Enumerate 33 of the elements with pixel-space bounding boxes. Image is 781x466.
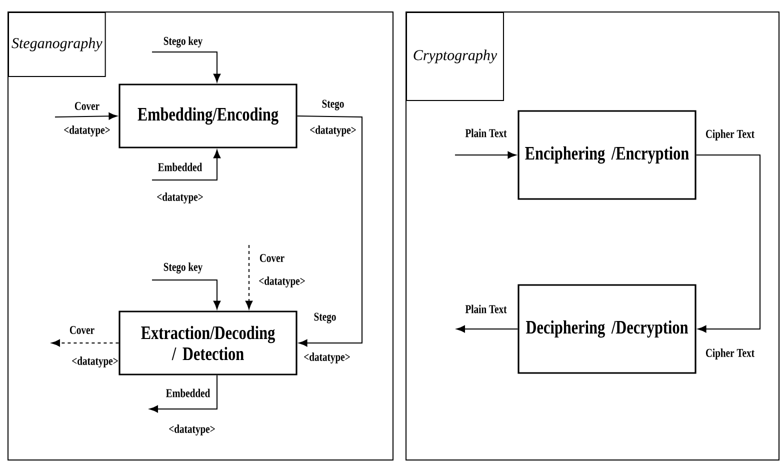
edge-label: Plain Text <box>465 128 507 138</box>
process-box: Extraction/Decoding / Detection <box>118 310 298 376</box>
data-label: <datatype> <box>310 126 356 136</box>
edge-label: Stego <box>322 100 344 110</box>
arrow <box>152 150 221 180</box>
process-box: Embedding/Encoding <box>118 84 298 148</box>
arrow <box>152 52 221 82</box>
arrow <box>456 325 518 333</box>
edge-label: Stego key <box>164 262 202 274</box>
edge-label: Embedded <box>166 388 210 398</box>
data-label: Stego <box>314 312 336 324</box>
arrow <box>454 151 516 159</box>
process-box: Enciphering /Encryption <box>518 110 696 200</box>
edge-label: Cover <box>260 254 284 262</box>
data-label: <datatype> <box>169 424 215 436</box>
data-label: <datatype> <box>259 276 305 288</box>
edge-label: Cover <box>74 102 100 110</box>
edge-label: Plain Text <box>465 304 507 314</box>
edge-label: Embedded <box>158 162 202 172</box>
data-label: <datatype> <box>157 192 203 204</box>
process-box: Deciphering /Decryption <box>518 284 696 374</box>
arrow <box>245 244 253 310</box>
data-label: <datatype> <box>64 126 110 136</box>
arrow <box>149 374 218 413</box>
edge-label: Cover <box>70 326 94 334</box>
arrow <box>296 116 362 347</box>
edge-label: Cipher Text <box>706 130 754 140</box>
arrow <box>152 280 221 310</box>
edge-label: Stego key <box>164 36 202 48</box>
arrow <box>54 112 118 120</box>
data-label: <datatype> <box>304 352 350 364</box>
arrow <box>51 339 120 347</box>
arrow <box>696 154 760 333</box>
